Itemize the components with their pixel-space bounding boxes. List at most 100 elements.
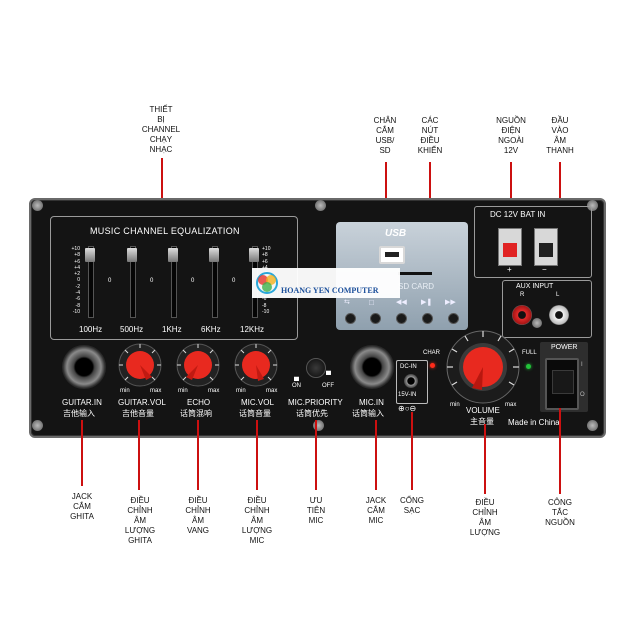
- screw-icon: [32, 420, 43, 431]
- echo-max: max: [208, 388, 220, 394]
- dc-polarity-icon: ⊕○⊖: [398, 404, 417, 413]
- usb-port[interactable]: [379, 246, 405, 264]
- volume-label: VOLUME: [466, 406, 500, 415]
- callout-guitar-jack: JACK CẮM GHITA: [70, 492, 94, 521]
- callout-guitar-vol: ĐIỀU CHỈNH ÂM LƯỢNG GHITA: [124, 496, 156, 545]
- made-in-label: Made in China: [508, 418, 560, 427]
- echo-cn-label: 话筒混响: [180, 409, 212, 418]
- guitar-vol-min: min: [120, 388, 130, 394]
- mic-volume-knob[interactable]: [234, 343, 278, 387]
- echo-label: ECHO: [187, 398, 211, 407]
- screw-icon: [313, 420, 324, 431]
- mic-priority-on: ON: [292, 383, 301, 389]
- leader-line-echo: [197, 420, 199, 490]
- char-label: CHAR: [423, 350, 441, 356]
- leader-line-mic-jack: [375, 420, 377, 490]
- eq-band-label: 100Hz: [79, 325, 103, 334]
- main-volume-knob[interactable]: [446, 330, 520, 404]
- guitar-vol-label: GUITAR.VOL: [118, 398, 166, 407]
- dc-in-label: DC-IN: [400, 364, 417, 370]
- callout-aux-in: ĐẦU VÀO ÂM THANH: [546, 116, 574, 155]
- slider-handle[interactable]: [127, 248, 137, 262]
- eq-zero-mark: 0: [191, 278, 195, 284]
- callout-mic-priority: ƯU TIÊN MIC: [306, 496, 326, 525]
- usb-label: USB: [385, 228, 407, 239]
- eq-band-label: 1KHz: [162, 325, 182, 334]
- aux-r-label: R: [520, 292, 525, 298]
- eq-band-label: 500Hz: [120, 325, 144, 334]
- button-down-icon: ▄: [294, 374, 299, 381]
- guitar-input-jack[interactable]: [62, 345, 106, 389]
- repeat-icon: □: [369, 298, 374, 307]
- guitar-volume-knob[interactable]: [118, 343, 162, 387]
- eq-slider-6khz[interactable]: [209, 246, 219, 318]
- aux-left-jack[interactable]: [549, 305, 569, 325]
- leader-line-guitar-jack: [81, 420, 83, 486]
- callout-equalizer: THIẾT BỊ CHANNEL CHẠY NHẠC: [141, 105, 181, 154]
- battery-terminal-positive[interactable]: [498, 228, 522, 266]
- slider-handle[interactable]: [249, 248, 259, 262]
- battery-terminal-negative[interactable]: [534, 228, 558, 266]
- echo-min: min: [178, 388, 188, 394]
- mic-vol-min: min: [236, 388, 246, 394]
- play-pause-button[interactable]: [422, 313, 433, 324]
- leader-line-power: [559, 408, 561, 494]
- callout-control-buttons: CÁC NÚT ĐIỀU KHIỂN: [417, 116, 443, 155]
- callout-dc-power: NGUỒN ĐIỆN NGOÀI 12V: [496, 116, 526, 155]
- leader-line-mic-priority: [315, 420, 317, 490]
- mic-vol-cn-label: 话筒音量: [239, 409, 271, 418]
- volume-max: max: [505, 402, 517, 408]
- eq-slider-1khz[interactable]: [168, 246, 178, 318]
- leader-line-guitar-vol: [138, 420, 140, 490]
- aux-l-label: L: [556, 292, 560, 298]
- mic-input-jack[interactable]: [350, 345, 394, 389]
- guitar-in-label: GUITAR.IN: [62, 398, 102, 407]
- dc-in-port-frame: [396, 360, 428, 404]
- eq-slider-500hz[interactable]: [127, 246, 137, 318]
- mic-priority-off: OFF: [322, 383, 334, 389]
- guitar-in-cn-label: 吉他输入: [63, 409, 95, 418]
- watermark-text: HOANG YEN COMPUTER: [281, 286, 379, 295]
- next-button[interactable]: [448, 313, 459, 324]
- screw-icon: [587, 200, 598, 211]
- mic-vol-label: MIC.VOL: [241, 398, 274, 407]
- slider-handle[interactable]: [85, 248, 95, 262]
- power-on-mark: I: [581, 362, 583, 368]
- mic-priority-button[interactable]: [306, 358, 326, 378]
- callout-charge-port: CỔNG SẠC: [400, 496, 424, 515]
- callout-volume: ĐIỀU CHỈNH ÂM LƯỢNG: [469, 498, 501, 537]
- volume-cn-label: 主音量: [470, 417, 494, 426]
- mic-vol-max: max: [266, 388, 278, 394]
- mic-in-label: MIC.IN: [359, 398, 384, 407]
- aux-section: [502, 280, 592, 338]
- volume-min: min: [450, 402, 460, 408]
- leader-line-mic-vol: [256, 420, 258, 490]
- slider-handle[interactable]: [209, 248, 219, 262]
- guitar-vol-cn-label: 吉他音量: [122, 409, 154, 418]
- callout-mic-vol: ĐIỀU CHỈNH ÂM LƯỢNG MIC: [241, 496, 273, 545]
- slider-handle[interactable]: [168, 248, 178, 262]
- power-switch[interactable]: [545, 358, 579, 410]
- sd-card-label: SD CARD: [398, 282, 435, 291]
- aux-label: AUX INPUT: [516, 283, 554, 290]
- mode-button[interactable]: [345, 313, 356, 324]
- screw-icon: [587, 420, 598, 431]
- mic-in-cn-label: 话筒输入: [352, 409, 384, 418]
- full-led: [526, 364, 531, 369]
- dc-in-port[interactable]: [404, 374, 418, 388]
- aux-right-jack[interactable]: [512, 305, 532, 325]
- screw-icon: [32, 200, 43, 211]
- dc-bat-label: DC 12V BAT IN: [490, 210, 546, 219]
- eq-zero-mark: 0: [232, 278, 236, 284]
- repeat-button[interactable]: [370, 313, 381, 324]
- watermark-logo: [254, 270, 280, 296]
- eq-title: MUSIC CHANNEL EQUALIZATION: [90, 226, 240, 236]
- mic-priority-cn-label: 话筒优先: [296, 409, 328, 418]
- guitar-vol-max: max: [150, 388, 162, 394]
- screw-icon: [532, 318, 542, 328]
- mode-icon: ⇆: [344, 299, 350, 306]
- echo-knob[interactable]: [176, 343, 220, 387]
- previous-button[interactable]: [396, 313, 407, 324]
- eq-slider-100hz[interactable]: [85, 246, 95, 318]
- sd-card-slot[interactable]: [398, 272, 432, 275]
